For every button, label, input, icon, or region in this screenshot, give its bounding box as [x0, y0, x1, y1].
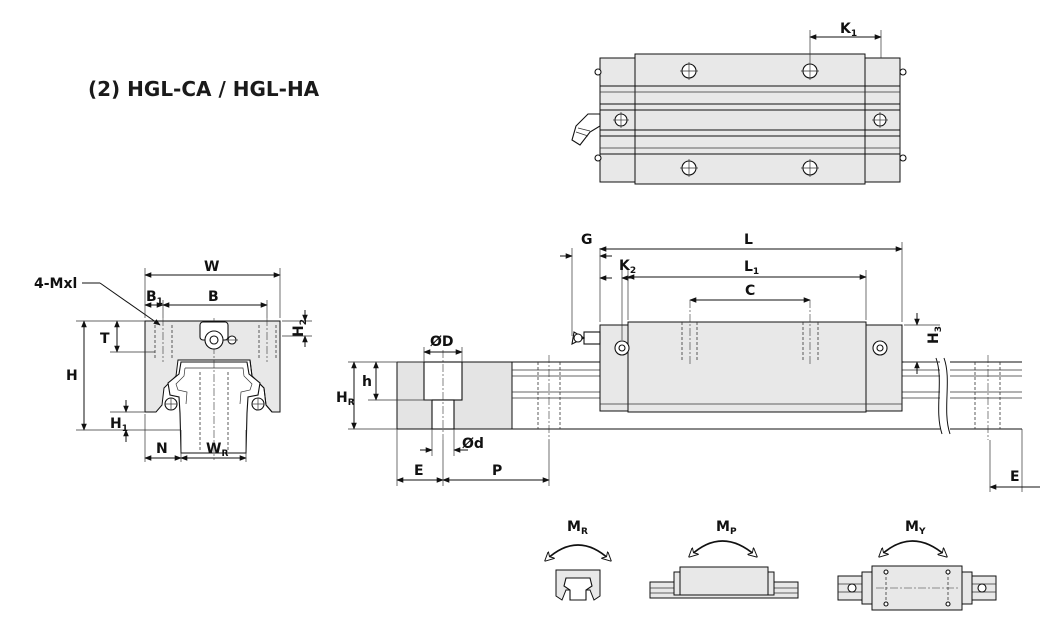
c-label: C	[745, 283, 755, 299]
e-right-label: E	[1010, 469, 1020, 485]
b-label: B	[208, 289, 219, 305]
k1-label: K1	[840, 21, 857, 39]
page-title: (2) HGL-CA / HGL-HA	[88, 77, 320, 101]
h-small-label: h	[362, 374, 372, 390]
moment-my: MY	[837, 519, 997, 611]
n-label: N	[156, 441, 168, 457]
side-view-end-cap-right	[865, 324, 903, 412]
g-label: G	[581, 232, 593, 248]
l-label: L	[744, 232, 753, 248]
mp-label: MP	[716, 519, 737, 537]
wr-label: WR	[206, 441, 228, 459]
rolling-moment-arrow-icon	[546, 544, 610, 560]
top-view: K1	[571, 21, 907, 185]
t-label: T	[100, 331, 110, 347]
mxl-label: 4-Mxl	[34, 276, 77, 292]
my-label: MY	[905, 519, 926, 537]
moment-mp: MP	[649, 519, 799, 599]
top-view-block	[634, 53, 866, 185]
side-view: G L K2 L1 C H3 ØD h	[336, 232, 1040, 492]
h3-label: H3	[926, 326, 944, 344]
yawing-moment-arrow-icon	[880, 540, 946, 556]
e-left-label: E	[414, 463, 424, 479]
moment-mr: MR	[546, 519, 610, 601]
mp-block-icon	[679, 566, 769, 596]
side-view-block	[627, 321, 867, 413]
grease-nipple-icon	[571, 113, 601, 146]
p-label: P	[492, 463, 502, 479]
od-small-label: Ød	[462, 436, 484, 452]
side-view-end-cap-left	[599, 324, 629, 412]
mounting-hole-icon	[680, 62, 819, 177]
w-label: W	[204, 259, 219, 275]
hr-label: HR	[336, 390, 355, 408]
b1-label: B1	[146, 289, 163, 307]
grease-nipple-side-icon	[571, 331, 601, 345]
k2-label: K2	[619, 258, 636, 276]
h-label: H	[66, 368, 78, 384]
front-view: W B1 B 4-Mxl T H2 H H1	[34, 259, 312, 462]
od-label: ØD	[430, 334, 454, 350]
h1-label: H1	[110, 416, 128, 434]
pitching-moment-arrow-icon	[690, 540, 756, 556]
l1-label: L1	[744, 259, 759, 277]
mr-label: MR	[567, 519, 588, 537]
h2-label: H2	[291, 319, 309, 337]
